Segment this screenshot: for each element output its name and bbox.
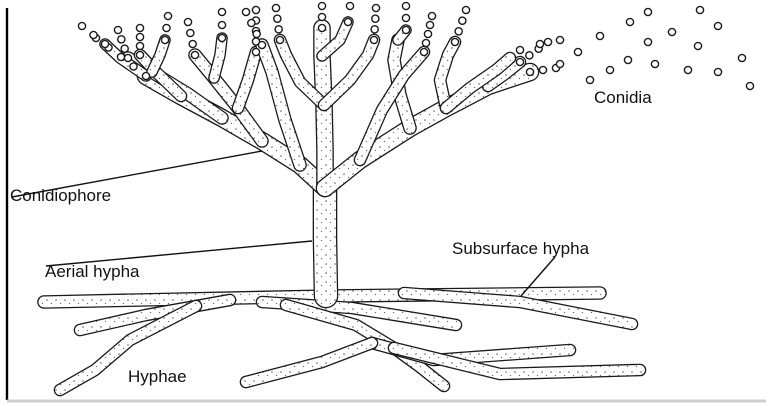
free-conidium: [694, 42, 701, 49]
conidium-chain-spore: [372, 4, 379, 11]
free-conidium: [651, 60, 658, 67]
conidium-chain-spore: [136, 33, 143, 40]
conidium-chain-spore: [117, 53, 124, 60]
label-aerial-hypha: Aerial hypha: [45, 262, 140, 281]
free-conidium: [556, 60, 563, 67]
conidium-chain-spore: [136, 51, 143, 58]
conidium-chain-spore: [426, 21, 433, 28]
conidiophore-branch-right: [325, 72, 530, 188]
conidium-chain-spore: [462, 6, 469, 13]
conidium-chain-spore: [318, 13, 325, 20]
conidium-chain-spore: [163, 24, 170, 31]
free-conidium: [536, 40, 543, 47]
hyphal-network: [44, 22, 640, 390]
label-subsurface-hypha: Subsurface hypha: [452, 239, 590, 258]
free-conidium: [626, 18, 633, 25]
conidium-chain-spore: [422, 39, 429, 46]
conidium-chain-spore: [346, 2, 353, 9]
conidium-chain-spore: [428, 12, 435, 19]
conidium-chain-spore: [276, 36, 283, 43]
conidium-chain-spore: [258, 41, 265, 48]
conidium-chain-spore: [272, 4, 279, 11]
conidium-chain-spore: [218, 34, 225, 41]
conidium-chain-spore: [451, 38, 458, 45]
conidium-chain-spore: [242, 8, 249, 15]
label-conidiophore: Conidiophore: [10, 186, 111, 205]
conidium-chain-spore: [544, 38, 551, 45]
conidium-chain-spore: [114, 26, 121, 33]
conidium-chain-spore: [274, 15, 281, 22]
conidium-chain-spore: [370, 36, 377, 43]
free-conidium: [516, 46, 523, 53]
conidium-chain-spore: [526, 52, 533, 59]
conidium-chain-spore: [184, 18, 191, 25]
free-conidium: [668, 28, 675, 35]
conidium-chain-spore: [248, 19, 255, 26]
conidium-chain-spore: [78, 22, 85, 29]
conidium-chain-spore: [189, 40, 196, 47]
conidium-chain-spore: [526, 68, 533, 75]
conidium-chain-spore: [252, 6, 259, 13]
free-conidium: [746, 82, 753, 89]
conidium-chain-spore: [136, 24, 143, 31]
conidium-chain-spore: [455, 28, 462, 35]
conidium-chain-spore: [101, 40, 108, 47]
free-conidium: [624, 56, 631, 63]
conidium-chain-spore: [424, 30, 431, 37]
free-conidium: [696, 6, 703, 13]
conidium-chain-spore: [420, 48, 427, 55]
conidium-chain-spore: [371, 26, 378, 33]
free-conidium: [738, 54, 745, 61]
hypha-branch: [246, 343, 372, 382]
conidium-chain-spore: [516, 58, 523, 65]
conidia-spores: [78, 2, 753, 89]
free-conidium: [644, 38, 651, 45]
free-conidium: [556, 36, 563, 43]
free-conidium: [586, 76, 593, 83]
conidium-chain-spore: [402, 14, 409, 21]
conidium-chain-spore: [344, 18, 351, 25]
conidium-chain-spore: [372, 15, 379, 22]
conidium-chain-spore: [402, 2, 409, 9]
conidium-chain-spore: [130, 63, 137, 70]
conidium-chain-spore: [187, 29, 194, 36]
conidium-chain-spore: [118, 36, 125, 43]
conidium-chain-spore: [539, 66, 546, 73]
free-conidium: [606, 66, 613, 73]
conidium-chain-spore: [136, 42, 143, 49]
conidium-chain-spore: [252, 48, 259, 55]
label-hyphae: Hyphae: [128, 367, 187, 386]
conidium-chain-spore: [121, 45, 128, 52]
free-conidium: [714, 22, 721, 29]
conidium-chain-spore: [253, 30, 260, 37]
conidium-chain-spore: [318, 24, 325, 31]
free-conidium: [684, 66, 691, 73]
conidium-chain-spore: [90, 31, 97, 38]
aerial-hypha: [325, 188, 326, 296]
conidium-chain-spore: [318, 2, 325, 9]
conidium-chain-spore: [164, 12, 171, 19]
free-conidium: [574, 48, 581, 55]
conidium-chain-spore: [275, 26, 282, 33]
conidium-chain-spore: [402, 26, 409, 33]
conidium-chain-spore: [142, 72, 149, 79]
conidium-chain-spore: [218, 21, 225, 28]
conidium-chain-spore: [124, 54, 131, 61]
free-conidium: [714, 68, 721, 75]
label-conidia: Conidia: [594, 88, 652, 107]
conidium-chain-spore: [161, 36, 168, 43]
free-conidium: [644, 8, 651, 15]
conidium-chain-spore: [218, 8, 225, 15]
conidium-chain-spore: [459, 17, 466, 24]
free-conidium: [596, 32, 603, 39]
conidium-chain-spore: [191, 51, 198, 58]
